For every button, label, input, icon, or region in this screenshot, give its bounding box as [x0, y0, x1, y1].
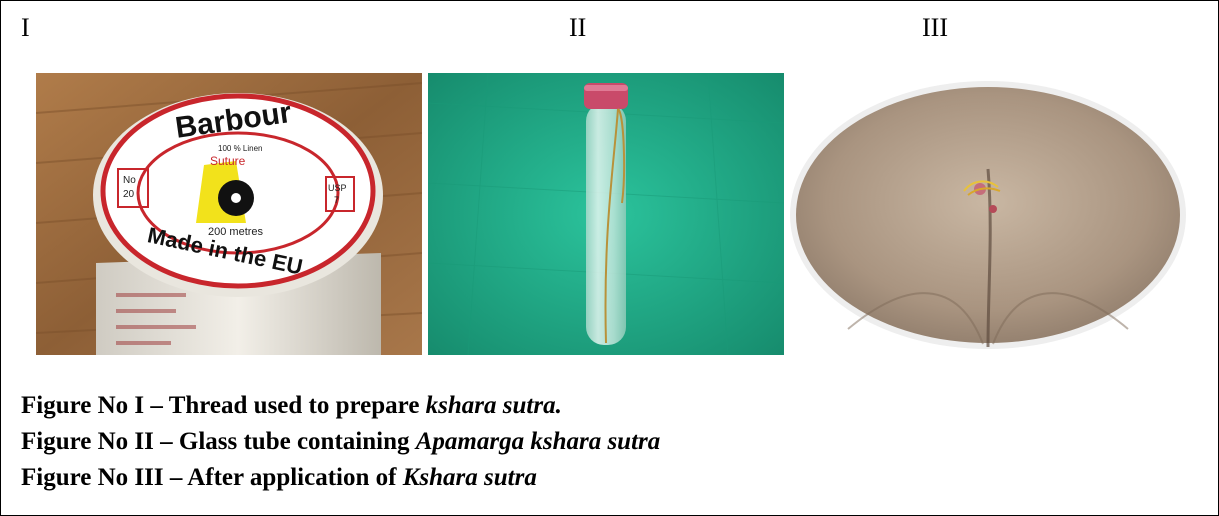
spool-length-text: 200 metres: [208, 226, 264, 238]
tube-illustration: [428, 73, 784, 355]
clinical-illustration: [790, 81, 1186, 349]
spool-no-value: 20: [123, 189, 135, 200]
panel-label-ii: II: [569, 13, 587, 42]
spool-illustration: Barbour 100 % Linen Suture No 20 USP 7 2…: [36, 73, 422, 355]
spool-linen-text: 100 % Linen: [218, 144, 262, 153]
clinical-photo: [788, 79, 1188, 351]
panel-label-iii: III: [922, 13, 948, 42]
spool-usp-label: USP: [328, 183, 347, 193]
spool-no-label: No: [123, 175, 136, 186]
caption-figure-ii: Figure No II – Glass tube containing Apa…: [21, 428, 661, 455]
caption-figure-i: Figure No I – Thread used to prepare ksh…: [21, 392, 562, 419]
panel-label-i: I: [21, 13, 30, 42]
glass-tube-image: [428, 73, 784, 355]
thread-spool-image: Barbour 100 % Linen Suture No 20 USP 7 2…: [36, 73, 422, 355]
spool-usp-value: 7: [334, 195, 339, 205]
spool-product-text: Suture: [210, 154, 246, 168]
caption-figure-iii: Figure No III – After application of Ksh…: [21, 464, 537, 491]
